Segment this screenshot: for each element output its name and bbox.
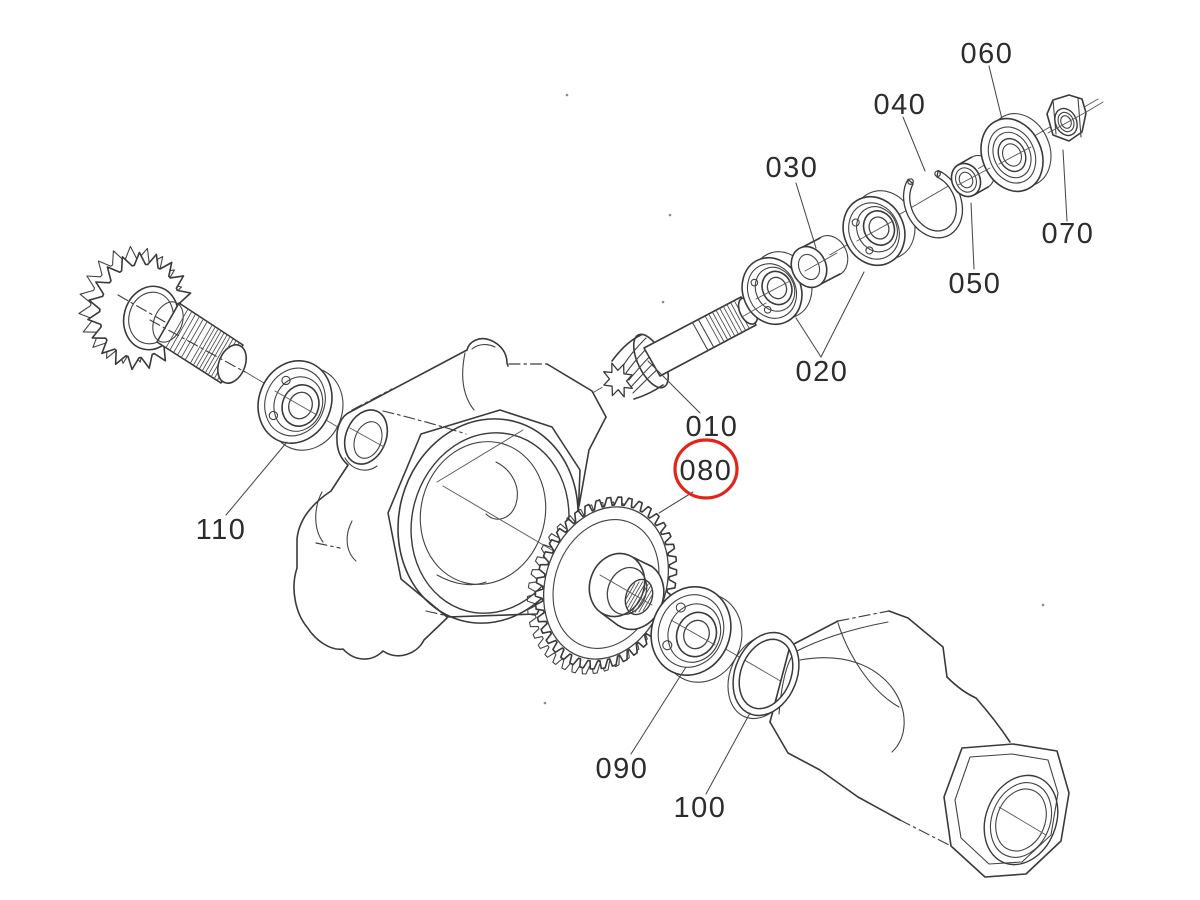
hex-nut-070 — [1046, 94, 1087, 142]
bevel-pinion-shaft-010 — [600, 296, 759, 402]
oil-seal-060 — [980, 113, 1052, 193]
callout-label-030: 030 — [766, 152, 819, 184]
leader-020-b — [820, 271, 865, 358]
shim-ring-100 — [727, 631, 800, 720]
callouts: 010 020 030 040 050 060 070 080 090 100 … — [196, 38, 1095, 824]
leader-010 — [647, 360, 701, 414]
callout-label-040: 040 — [874, 89, 927, 121]
leader-050 — [970, 202, 975, 270]
callout-label-080: 080 — [680, 455, 733, 487]
counter-gear-shaft — [78, 245, 247, 384]
axle-case — [769, 610, 1070, 878]
callout-label-100: 100 — [674, 792, 727, 824]
spacer-030 — [790, 235, 849, 289]
snap-ring-040 — [902, 169, 964, 239]
leader-110 — [225, 441, 288, 516]
collar-050 — [950, 154, 996, 198]
bearing-020-outer — [842, 190, 916, 267]
callout-label-050: 050 — [949, 268, 1002, 300]
callout-label-020: 020 — [796, 356, 849, 388]
leader-030 — [795, 182, 817, 249]
leader-060 — [988, 65, 1003, 120]
callout-label-060: 060 — [961, 38, 1014, 70]
leader-040 — [902, 116, 926, 172]
scan-speckles — [543, 93, 1045, 705]
leader-080 — [658, 491, 694, 514]
center-ticks — [274, 101, 1104, 646]
leader-020-a — [795, 317, 822, 358]
highlight-circle-080 — [673, 438, 739, 500]
callout-label-090: 090 — [596, 753, 649, 785]
leader-100 — [705, 712, 751, 795]
callout-label-010: 010 — [686, 411, 739, 443]
leader-090 — [630, 666, 687, 755]
leader-070 — [1062, 149, 1068, 222]
callout-label-110: 110 — [196, 514, 247, 546]
callout-label-070: 070 — [1042, 218, 1095, 250]
